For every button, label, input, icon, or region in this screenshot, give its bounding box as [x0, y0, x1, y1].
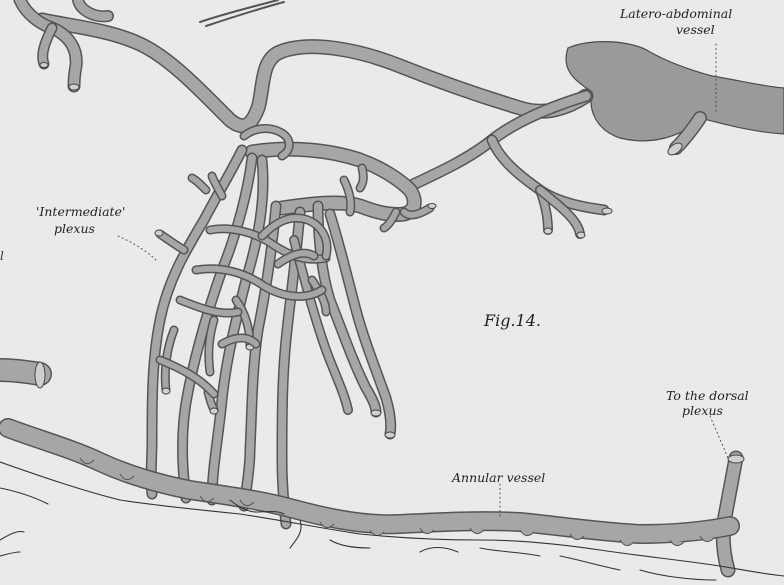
intermediate-label-1: 'Intermediate' [36, 204, 125, 219]
dorsal-label-1: To the dorsal [666, 388, 749, 403]
latero-abdominal-label-2: vessel [676, 22, 715, 37]
annular-label: Annular vessel [451, 470, 545, 485]
latero-abdominal-label-1: Latero-abdominal [619, 6, 732, 21]
dorsal-label-2: plexus [682, 403, 723, 418]
intermediate-label-2: plexus [54, 221, 95, 236]
figure-label: Fig.14. [483, 311, 541, 330]
left-edge-fragment: l [0, 249, 4, 263]
